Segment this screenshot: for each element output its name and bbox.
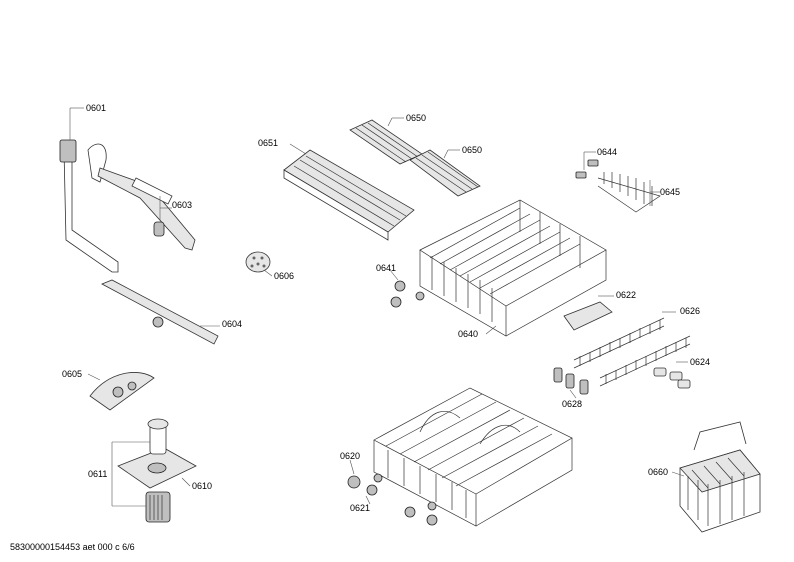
label-0606: 0606 [274,271,294,281]
label-0620: 0620 [340,451,360,461]
label-0605: 0605 [62,369,82,379]
label-0645: 0645 [660,187,680,197]
label-0611: 0611 [88,469,107,479]
label-0660: 0660 [648,467,668,477]
clips-0624 [653,361,691,389]
label-0628: 0628 [562,399,582,409]
label-0650-b: 0650 [462,145,482,155]
folding-racks-0626 [573,311,691,387]
cutlery-basket-0660 [671,421,761,533]
label-0603: 0603 [172,200,192,210]
label-0624: 0624 [690,357,710,367]
label-0626: 0626 [680,306,700,316]
label-0641: 0641 [376,263,396,273]
lower-basket-0620 [373,387,573,527]
cutlery-tray-0651 [283,143,415,241]
tray-insert-0650-a [349,117,423,165]
label-0610: 0610 [192,481,212,491]
label-0640: 0640 [458,329,478,339]
sieve-0606 [245,251,273,277]
lower-spray-arm-0604 [101,279,220,345]
hinge-parts-0628 [553,367,589,399]
label-0644: 0644 [597,147,617,157]
clips-0644 [575,151,599,179]
label-0604: 0604 [222,319,242,329]
spray-pipe-0601 [59,107,119,273]
label-0651: 0651 [258,138,278,148]
upper-spray-arm-0603 [97,167,196,251]
filter-assembly-0610 [111,418,197,523]
label-0601: 0601 [86,103,106,113]
label-0621: 0621 [350,503,370,513]
filter-plate-0605 [87,372,155,411]
label-0622: 0622 [616,290,636,300]
cup-rack-0645 [597,172,661,213]
tray-insert-0650-b [409,149,481,197]
holder-0622 [563,295,614,331]
upper-basket-0640 [419,199,607,337]
document-id: 58300000154453 aet 000 c 6/6 [10,542,135,552]
basket-rollers-0641 [389,269,425,308]
label-0650-a: 0650 [406,113,426,123]
rollers-0620-0621 [347,459,438,526]
